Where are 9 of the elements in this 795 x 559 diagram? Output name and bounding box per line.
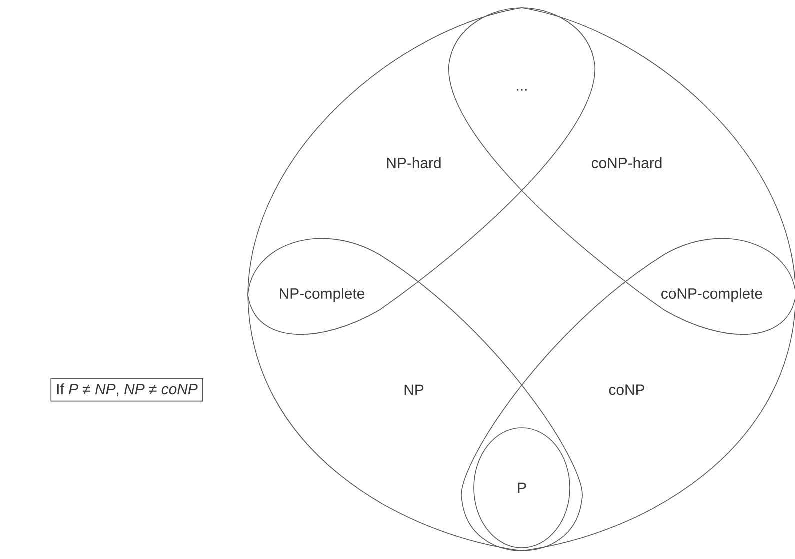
region-label: coNP-complete (662, 288, 762, 302)
region-label: NP-complete (280, 288, 364, 302)
region-label: P (518, 482, 526, 494)
region-label: ... (517, 89, 527, 91)
region-label: NP-hard (387, 158, 441, 168)
region-label: coNP (609, 384, 644, 396)
region-label: NP (404, 384, 424, 396)
region-label: coNP-hard (592, 158, 662, 168)
condition-box: If P ≠ NP, NP ≠ coNP (50, 378, 204, 402)
